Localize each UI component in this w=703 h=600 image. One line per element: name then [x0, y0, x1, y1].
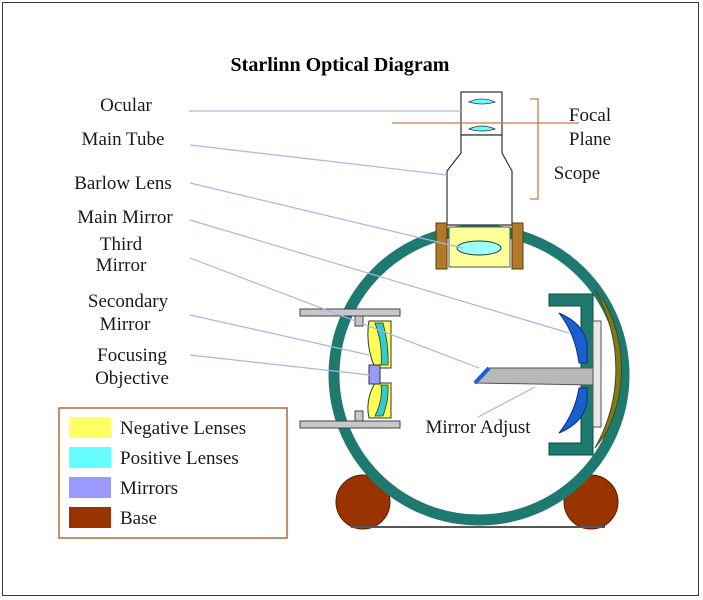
- third-mirror-label-2: Mirror: [96, 255, 147, 276]
- main-mirror-leader: [189, 219, 570, 334]
- barlow-lens: [456, 240, 502, 256]
- focuser-left: [435, 222, 448, 270]
- lower-spider-arm: [299, 420, 401, 429]
- main-tube: [446, 134, 513, 226]
- secondary-mirror-label-1: Secondary: [88, 291, 169, 312]
- main-mirror-lower: [558, 387, 588, 434]
- legend-label-3: Mirrors: [120, 478, 178, 499]
- barlow-leader: [189, 182, 464, 249]
- third-mirror-label-1: Third: [100, 234, 143, 255]
- ocular-lens-bottom: [467, 125, 497, 132]
- legend-label-1: Negative Lenses: [120, 418, 246, 439]
- mirror-adjust-plate: [592, 320, 602, 428]
- third-mirror-leader: [189, 257, 480, 369]
- base-left-wheel: [335, 474, 391, 530]
- ocular: [460, 91, 503, 136]
- rear-cap: [594, 289, 623, 449]
- focuser-right: [511, 222, 524, 270]
- main-mirror-label: Main Mirror: [77, 207, 173, 228]
- main-tube-label: Main Tube: [82, 129, 165, 150]
- mirror-adjust-label: Mirror Adjust: [425, 417, 531, 438]
- upper-spider-arm: [299, 308, 401, 317]
- legend-swatch-2: [69, 447, 111, 468]
- mirror-adjust-leader: [477, 386, 536, 418]
- scope-label: Scope: [554, 163, 600, 184]
- diagram-title: Starlinn Optical Diagram: [231, 54, 450, 76]
- legend-label-2: Positive Lenses: [120, 448, 239, 469]
- focusing-objective-mirror: [368, 364, 381, 385]
- secondary-mirror-label-2: Mirror: [100, 314, 151, 335]
- ocular-lens-top: [467, 98, 497, 105]
- main-tube-leader: [189, 144, 448, 176]
- focusing-objective-leader: [189, 354, 371, 376]
- focusing-objective-label-1: Focusing: [97, 345, 167, 366]
- barlow-lens-label: Barlow Lens: [74, 173, 172, 194]
- legend-swatch-3: [69, 477, 111, 498]
- legend-label-4: Base: [120, 508, 157, 529]
- focusing-objective-label-2: Objective: [95, 368, 169, 389]
- secondary-positive-lens-lower: [374, 384, 389, 417]
- ocular-label: Ocular: [100, 95, 152, 116]
- optical-diagram: Starlinn Optical Diagram Ocu: [58, 54, 630, 539]
- focal-plane-label-1: Focal: [569, 105, 611, 126]
- main-mirror-upper: [558, 312, 588, 364]
- focal-plane-label-2: Plane: [569, 129, 611, 150]
- legend-swatch-4: [69, 507, 111, 528]
- secondary-mirror-leader: [189, 314, 370, 356]
- baffle-tube: [473, 367, 594, 386]
- legend-swatch-1: [69, 417, 111, 438]
- scope-bracket: [530, 98, 539, 200]
- third-mirror: [473, 366, 491, 385]
